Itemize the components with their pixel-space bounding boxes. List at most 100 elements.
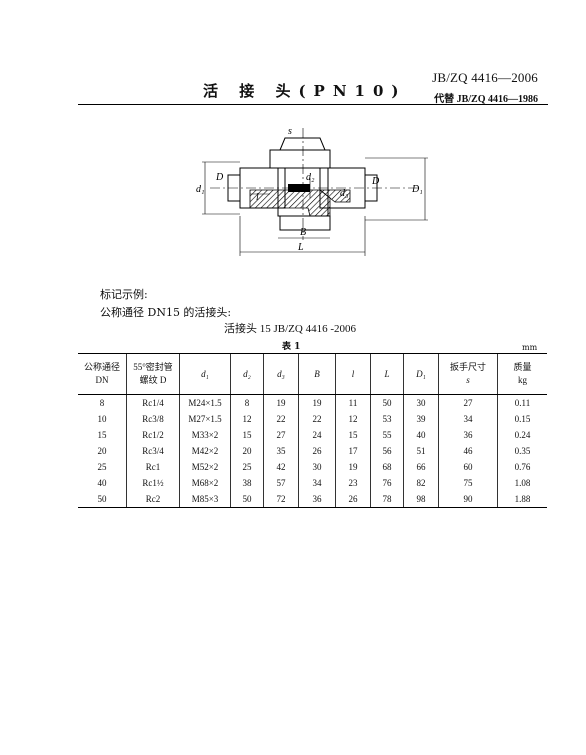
cell-b: 30 [298,459,336,475]
cell-l-small: 11 [335,394,371,411]
cell-D1: 98 [403,491,439,508]
label-L: L [297,242,304,253]
header-l-small: l [335,353,371,395]
cell-d3: 35 [263,443,299,459]
cell-d1: M52×2 [179,459,231,475]
cell-s: 60 [438,459,498,475]
cell-l-large: 53 [370,411,404,427]
cell-l-large: 76 [370,475,404,491]
table-unit: mm [522,343,538,352]
header-l-large: L [370,353,404,395]
cell-l-small: 23 [335,475,371,491]
cell-d2: 15 [230,427,264,443]
cell-d2: 20 [230,443,264,459]
cell-l-small: 26 [335,491,371,508]
table-title: 表 1 [282,342,301,352]
cell-b: 19 [298,394,336,411]
cell-d1: M33×2 [179,427,231,443]
cell-D1: 40 [403,427,439,443]
cell-l-large: 55 [370,427,404,443]
marking-description: 公称通径 DN15 的活接头: [100,306,232,319]
cell-mass: 0.76 [497,459,547,475]
cell-mass: 1.08 [497,475,547,491]
cell-l-small: 15 [335,427,371,443]
cell-l-large: 68 [370,459,404,475]
cell-l-small: 19 [335,459,371,475]
header-d1: d₁ [179,353,231,395]
cell-dn: 40 [97,478,107,488]
cell-s: 27 [438,394,498,411]
union-fitting-drawing: s d₁ D l d₂ d₃ D D₁ B L [196,126,428,256]
cell-dn: 25 [97,462,107,472]
cell-thread: Rc1/4 [126,394,180,411]
header-dn-line2: DN [95,375,109,385]
replaced-standard: 代替 JB/ZQ 4416—1986 [434,94,538,105]
cell-b: 24 [298,427,336,443]
label-B: B [300,227,306,238]
label-D-right: D [371,176,380,187]
cell-b: 34 [298,475,336,491]
cell-l-small: 12 [335,411,371,427]
cell-s: 75 [438,475,498,491]
cell-dn: 20 [97,446,107,456]
label-D1: D₁ [411,184,423,195]
label-s: s [288,126,292,137]
cell-D1: 66 [403,459,439,475]
title-divider [78,104,548,105]
header-thread: 55°密封管螺纹 D [126,353,180,395]
cell-thread: Rc2 [126,491,180,508]
cell-dn: 15 [97,430,107,440]
label-d1: d₁ [196,184,204,195]
cell-l-large: 78 [370,491,404,508]
label-d3: d₃ [340,188,349,199]
cell-d3: 27 [263,427,299,443]
cell-d1: M68×2 [179,475,231,491]
cell-mass: 0.11 [497,394,547,411]
cell-s: 46 [438,443,498,459]
cell-mass: 1.88 [497,491,547,508]
cell-d2: 38 [230,475,264,491]
cell-D1: 51 [403,443,439,459]
marking-label: 标记示例: [100,288,148,301]
cell-D1: 39 [403,411,439,427]
header-d3: d₃ [263,353,299,395]
header-dn-line1: 公称通径 [83,362,120,372]
cell-D1: 30 [403,394,439,411]
cell-mass: 0.15 [497,411,547,427]
marking-example: 活接头 15 JB/ZQ 4416 -2006 [224,323,356,335]
cell-b: 22 [298,411,336,427]
page-title: 活 接 头(PN10) [203,82,407,100]
cell-d1: M42×2 [179,443,231,459]
cell-d2: 8 [230,394,264,411]
cell-thread: Rc1/2 [126,427,180,443]
cell-mass: 0.35 [497,443,547,459]
cell-l-large: 56 [370,443,404,459]
cell-d3: 72 [263,491,299,508]
header-mass-line1: 质量 [513,362,532,372]
header-d2: d₂ [230,353,264,395]
label-D-left: D [215,172,224,183]
cell-d2: 25 [230,459,264,475]
cell-b: 26 [298,443,336,459]
cell-D1: 82 [403,475,439,491]
header-thread-line1: 55°密封管 [133,362,173,372]
cell-dn: 50 [78,491,127,508]
label-d2: d₂ [306,172,315,183]
cell-d3: 57 [263,475,299,491]
cell-d1: M27×1.5 [179,411,231,427]
cell-d3: 19 [263,394,299,411]
cell-thread: Rc1 [126,459,180,475]
cell-d3: 22 [263,411,299,427]
header-mass-line2: kg [518,375,527,385]
cell-s: 90 [438,491,498,508]
